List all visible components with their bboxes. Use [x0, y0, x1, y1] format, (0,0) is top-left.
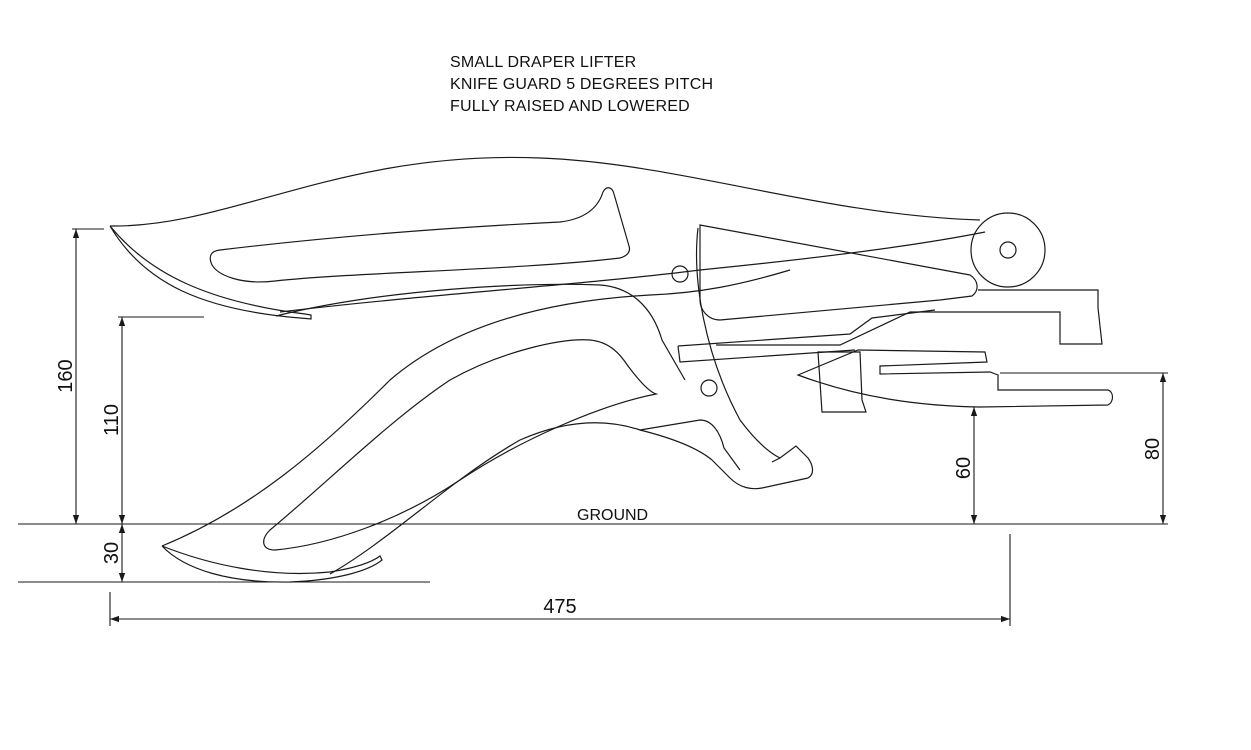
note-position: FULLY RAISED AND LOWERED: [450, 98, 690, 115]
upper-rivet-icon: [671, 265, 689, 283]
lowered-lifter-top-edge: [161, 269, 791, 547]
lowered-lifter-lower-edge: [329, 422, 713, 575]
mount-bar: [677, 309, 936, 363]
pivot-pin-icon: [999, 241, 1017, 259]
dimension-475-label: 475: [543, 596, 576, 618]
raised-lifter-top-edge: [109, 156, 981, 227]
mount-bracket-lower: [817, 351, 867, 413]
dimension-30: 30: [101, 524, 126, 582]
lowered-lifter-foot: [639, 419, 814, 490]
dimension-80: 80: [1000, 372, 1168, 524]
dimension-160-label: 160: [55, 359, 77, 392]
raised-lifter-arm: [279, 231, 986, 313]
raised-lifter-lower-edge: [275, 283, 686, 381]
ground-label: GROUND: [577, 507, 648, 524]
dimension-475: 475: [109, 534, 1011, 626]
dimension-110: 110: [101, 317, 126, 524]
knife-guard-body: [796, 349, 1114, 408]
dimension-160: 160: [55, 229, 80, 524]
mount-clamp: [716, 289, 1103, 346]
dimension-60: 60: [953, 407, 978, 524]
dimension-30-label: 30: [101, 542, 123, 564]
raised-lifter-link: [699, 224, 978, 321]
knife-guard: [796, 349, 1114, 408]
note-pitch: KNIFE GUARD 5 DEGREES PITCH: [450, 76, 714, 93]
pivot-mount: [671, 212, 1103, 459]
lifter-lowered: [161, 269, 814, 583]
dimension-80-label: 80: [1142, 438, 1164, 460]
raised-lifter-tip-curve: [109, 225, 312, 320]
lowered-lifter-slot: [263, 339, 659, 551]
dimension-60-label: 60: [953, 457, 975, 479]
raised-lifter-slot: [209, 187, 631, 283]
drawing-notes: SMALL DRAPER LIFTER KNIFE GUARD 5 DEGREE…: [450, 52, 713, 118]
pivot-arc-bracket: [696, 227, 781, 459]
dimension-110-label: 110: [101, 404, 123, 436]
lowered-lifter-tip: [161, 545, 383, 583]
pivot-hub: [970, 212, 1046, 288]
lower-rivet-icon: [700, 379, 718, 397]
lifter-raised: [109, 156, 986, 381]
note-title: SMALL DRAPER LIFTER: [450, 54, 637, 71]
